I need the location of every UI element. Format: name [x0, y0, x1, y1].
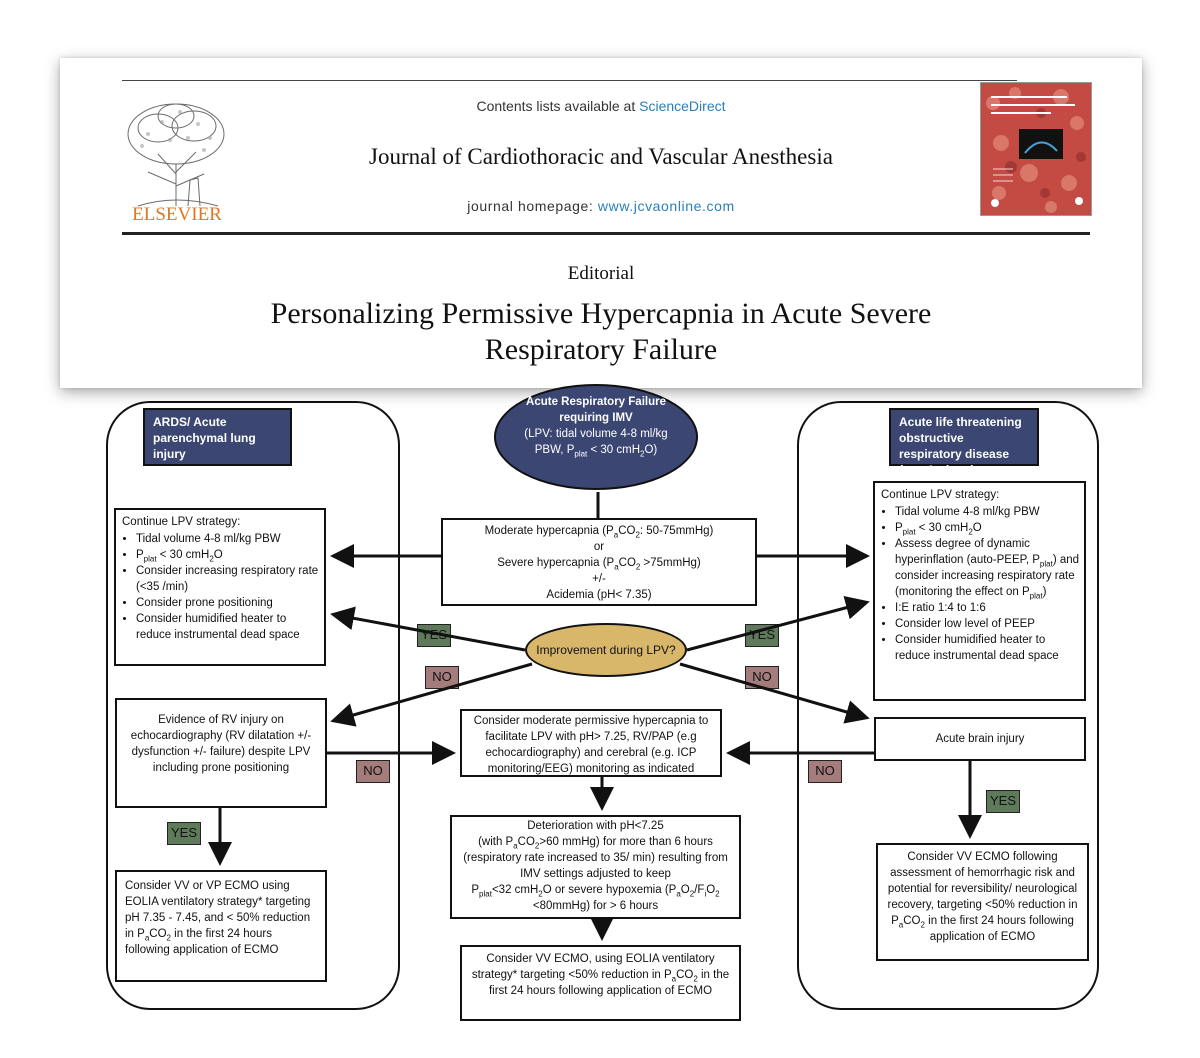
left-lpv-list: Tidal volume 4-8 ml/kg PBW Pplat < 30 cm… [122, 531, 320, 643]
yes-tag-right: YES [745, 624, 779, 647]
center-ecmo-box: Consider VV ECMO, using EOLIA ventilator… [460, 945, 741, 1021]
right-lpv-item: Consider humidified heater to reduce ins… [895, 632, 1080, 664]
hypercapnia-criteria-box: Moderate hypercapnia (PaCO2: 50-75mmHg) … [441, 518, 757, 606]
journal-name: Journal of Cardiothoracic and Vascular A… [369, 144, 833, 169]
deterioration-line4: Pplat<32 cmH2O or severe hypoxemia (PaO2… [471, 884, 720, 899]
contents-line: Contents lists available at ScienceDirec… [60, 98, 1142, 114]
criteria-or: or [593, 541, 605, 553]
left-lpv-item: Consider increasing respiratory rate (<3… [136, 563, 320, 595]
criteria-plusminus: +/- [592, 573, 606, 585]
right-lpv-item: Consider low level of PEEP [895, 616, 1080, 632]
contents-prefix: Contents lists available at [476, 98, 640, 114]
criteria-moderate: Moderate hypercapnia (PaCO2: 50-75mmHg) [484, 525, 714, 540]
header-divider [122, 232, 1090, 235]
right-lpv-list: Tidal volume 4-8 ml/kg PBW Pplat < 30 cm… [881, 504, 1080, 664]
right-panel-title: Acute life threatening obstructive respi… [889, 408, 1039, 477]
left-lpv-item: Tidal volume 4-8 ml/kg PBW [136, 531, 320, 547]
arf-line2: requiring IMV [559, 412, 633, 424]
left-lpv-strategy-box: Continue LPV strategy: Tidal volume 4-8 … [114, 508, 326, 666]
criteria-acidemia: Acidemia (pH< 7.35) [546, 589, 652, 601]
no-tag-brain: NO [808, 760, 842, 783]
right-lpv-item: Tidal volume 4-8 ml/kg PBW [895, 504, 1080, 520]
deterioration-line3: (respiratory rate increased to 35/ min) … [463, 852, 728, 880]
left-lpv-item: Pplat < 30 cmH2O [136, 547, 320, 563]
left-lpv-item: Consider humidified heater to reduce ins… [136, 611, 320, 643]
rv-injury-box: Evidence of RV injury on echocardiograph… [115, 698, 327, 808]
permissive-hypercapnia-box: Consider moderate permissive hypercapnia… [460, 709, 722, 777]
improvement-decision-node: Improvement during LPV? [525, 623, 687, 677]
no-tag-left: NO [425, 666, 459, 689]
homepage-link[interactable]: www.jcvaonline.com [597, 198, 735, 214]
left-panel-title: ARDS/ Acute parenchymal lung injury [143, 408, 292, 466]
acute-brain-injury-box: Acute brain injury [874, 717, 1086, 761]
article-title: Personalizing Permissive Hypercapnia in … [160, 296, 1042, 368]
journal-cover-thumbnail [980, 82, 1092, 216]
no-tag-rv: NO [356, 760, 390, 783]
no-tag-right: NO [745, 666, 779, 689]
header-top-divider [122, 80, 1017, 81]
deterioration-box: Deterioration with pH<7.25 (with PaCO2>6… [450, 815, 741, 919]
left-lpv-item: Consider prone positioning [136, 595, 320, 611]
yes-tag-brain: YES [986, 790, 1020, 813]
right-lpv-item: Pplat < 30 cmH2O [895, 520, 1080, 536]
right-lpv-heading: Continue LPV strategy: [881, 489, 1000, 501]
homepage-line: journal homepage: www.jcvaonline.com [60, 198, 1142, 214]
sciencedirect-link[interactable]: ScienceDirect [639, 98, 726, 114]
homepage-prefix: journal homepage: [467, 198, 598, 214]
article-type: Editorial [567, 263, 635, 284]
yes-tag-left: YES [417, 624, 451, 647]
right-lpv-item: I:E ratio 1:4 to 1:6 [895, 600, 1080, 616]
acute-respiratory-failure-node: Acute Respiratory Failure requiring IMV … [494, 384, 698, 490]
left-lpv-heading: Continue LPV strategy: [122, 516, 241, 528]
arf-line3: (LPV: tidal volume 4-8 ml/kg [524, 428, 668, 440]
criteria-severe: Severe hypercapnia (PaCO2 >75mmHg) [497, 557, 701, 572]
article-title-line2: Respiratory Failure [484, 333, 718, 366]
elsevier-wordmark: ELSEVIER [132, 204, 222, 222]
article-title-line1: Personalizing Permissive Hypercapnia in … [270, 297, 932, 330]
deterioration-line2: (with PaCO2>60 mmHg) for more than 6 hou… [478, 836, 713, 851]
right-ecmo-box: Consider VV ECMO following assessment of… [876, 843, 1089, 961]
right-lpv-strategy-box: Continue LPV strategy: Tidal volume 4-8 … [873, 481, 1086, 701]
arf-line1: Acute Respiratory Failure [526, 396, 666, 408]
yes-tag-rv: YES [167, 822, 201, 845]
arf-line4: PBW, Pplat < 30 cmH2O) [534, 444, 658, 459]
elsevier-tree-logo: ELSEVIER [127, 103, 225, 222]
deterioration-line1: Deterioration with pH<7.25 [527, 820, 664, 832]
deterioration-line5: <80mmHg) for > 6 hours [532, 900, 659, 912]
journal-header-card: ELSEVIER Contents lists available at Sci… [60, 58, 1142, 388]
left-ecmo-box: Consider VV or VP ECMO using EOLIA venti… [115, 870, 327, 982]
right-lpv-item: Assess degree of dynamic hyperinflation … [895, 536, 1080, 600]
